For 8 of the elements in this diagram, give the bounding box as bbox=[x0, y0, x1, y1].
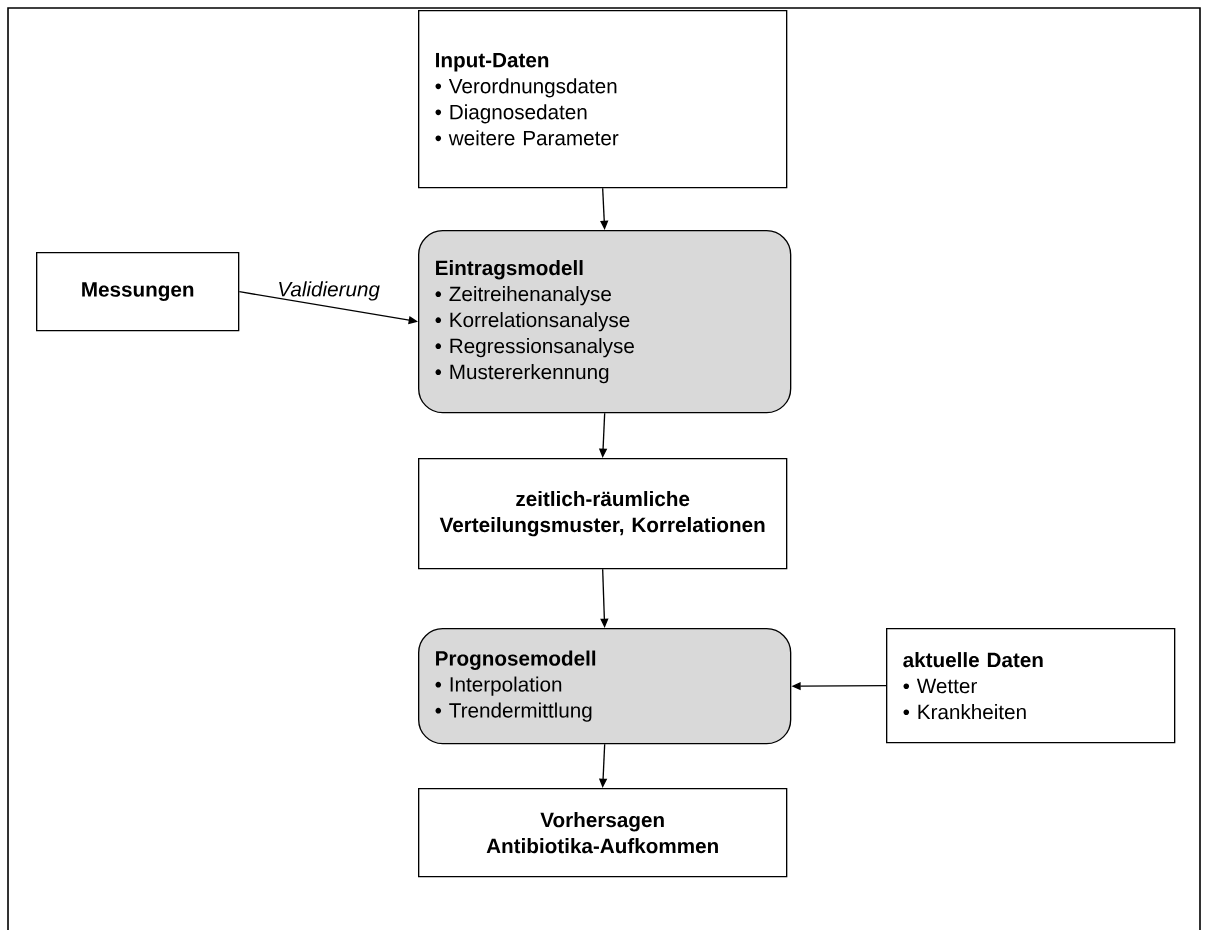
result-box: zeitlich-räumliche Verteilungsmuster, Korrelationen bbox=[418, 458, 788, 570]
input-box: aktuelle Daten • Wetter • Krankheiten bbox=[886, 628, 1176, 744]
input-box: Messungen bbox=[36, 252, 240, 332]
input-box: Input-Daten • Verordnungsdaten • Diagnosedaten • weitere Parameter bbox=[418, 10, 788, 189]
edge-label: Validierung bbox=[279, 281, 380, 301]
model-box: Eintragsmodell • Zeitreihenanalyse • Korrelationsanalyse • Regressionsanalyse • Mustererkennung bbox=[418, 230, 792, 414]
model-box: Prognosemodell • Interpolation • Trendermittlung bbox=[418, 628, 792, 745]
output-box: Vorhersagen Antibiotika-Aufkommen bbox=[418, 788, 788, 878]
